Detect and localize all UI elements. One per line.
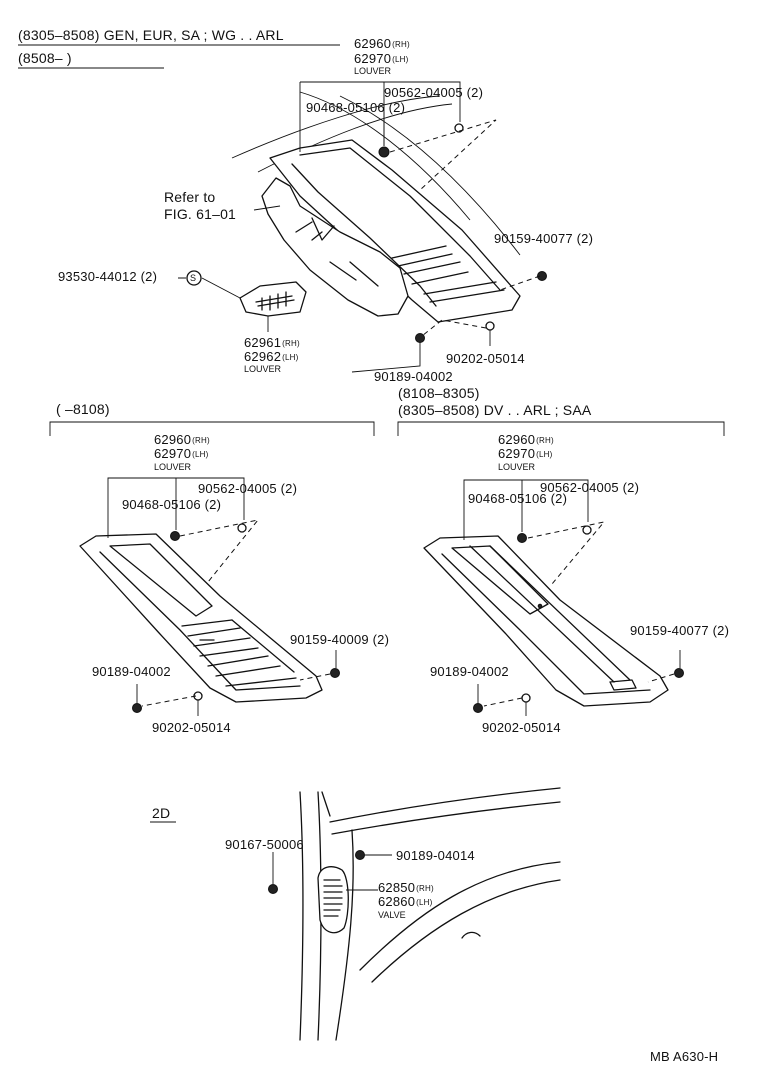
bottom-bolt-label: 90189-04014 bbox=[396, 848, 475, 863]
lh-tag: (LH) bbox=[192, 450, 209, 459]
bolt-icon bbox=[355, 850, 365, 860]
mid-right-screw-label: 90468-05106 (2) bbox=[468, 491, 568, 506]
bracket-right bbox=[397, 421, 725, 436]
variant-label: 2D bbox=[152, 805, 171, 821]
mid-left-louver-lh: 62970(LH) bbox=[154, 447, 209, 462]
screw-icon bbox=[330, 668, 340, 678]
louver-number-lh: 62970 bbox=[498, 446, 536, 461]
mid-right-louver-rh: 62960(RH) bbox=[498, 433, 554, 448]
louver-part-rh: 62960(RH) bbox=[354, 37, 410, 52]
louver-number-lh: 62970 bbox=[354, 51, 392, 66]
header-range-1: (8305–8508) GEN, EUR, SA ; WG . . ARL bbox=[18, 27, 284, 43]
louver-caption: LOUVER bbox=[354, 66, 392, 76]
header-range-2: (8508– ) bbox=[18, 50, 72, 66]
louver-number-rh: 62960 bbox=[154, 432, 192, 447]
louver-panel-left bbox=[79, 533, 323, 703]
range-left: ( –8108) bbox=[56, 401, 110, 417]
range-right-1: (8108–8305) bbox=[398, 385, 480, 401]
valve-drawing bbox=[317, 866, 349, 934]
screw-part-label: 90468-05106 (2) bbox=[306, 100, 406, 115]
bolt-icon bbox=[415, 333, 425, 343]
refer-fig: FIG. 61–01 bbox=[164, 206, 237, 222]
mid-right-louver-caption: LOUVER bbox=[498, 462, 536, 472]
louver-number-rh: 62960 bbox=[354, 36, 392, 51]
mid-left-assembly-drawing bbox=[79, 477, 340, 716]
screw-icon bbox=[674, 668, 684, 678]
lh-tag: (LH) bbox=[536, 450, 553, 459]
mid-right-nut-label: 90562-04005 (2) bbox=[540, 480, 640, 495]
s-symbol: S bbox=[190, 273, 197, 283]
louver-number-lh: 62970 bbox=[154, 446, 192, 461]
rh-tag: (RH) bbox=[282, 339, 300, 348]
clip-icon bbox=[521, 693, 531, 703]
mid-right-bolt-label: 90189-04002 bbox=[430, 664, 509, 679]
bolt-icon bbox=[132, 703, 142, 713]
lh-tag: (LH) bbox=[416, 898, 433, 907]
screw-icon bbox=[378, 146, 390, 158]
clip-part-label: 90202-05014 bbox=[446, 351, 525, 366]
s-symbol-circle bbox=[186, 270, 202, 286]
mid-left-louver-rh: 62960(RH) bbox=[154, 433, 210, 448]
rh-tag: (RH) bbox=[536, 436, 554, 445]
bolt-part-label: 90189-04002 bbox=[374, 369, 453, 384]
diagram-code: MB A630-H bbox=[650, 1049, 719, 1064]
rh-tag: (RH) bbox=[416, 884, 434, 893]
lh-tag: (LH) bbox=[282, 353, 299, 362]
valve-number-lh: 62860 bbox=[378, 894, 416, 909]
bottom-screw-label: 90167-50006 bbox=[225, 837, 304, 852]
mid-left-screw-label: 90468-05106 (2) bbox=[122, 497, 222, 512]
rh-tag: (RH) bbox=[392, 40, 410, 49]
screw-icon bbox=[170, 531, 180, 541]
bracket-left bbox=[49, 421, 375, 436]
screw-icon bbox=[517, 533, 527, 543]
small-louver-caption: LOUVER bbox=[244, 364, 282, 374]
refer-text: Refer to bbox=[164, 189, 216, 205]
nut-icon bbox=[237, 523, 247, 533]
range-right-2: (8305–8508) DV . . ARL ; SAA bbox=[398, 402, 592, 418]
mid-left-clip-label: 90202-05014 bbox=[152, 720, 231, 735]
louver-part-lh: 62970(LH) bbox=[354, 52, 409, 67]
mid-left-louver-caption: LOUVER bbox=[154, 462, 192, 472]
mid-left-screw-right-label: 90159-40009 (2) bbox=[290, 632, 390, 647]
small-louver-number-rh: 62961 bbox=[244, 335, 282, 350]
valve-part-rh: 62850(RH) bbox=[378, 881, 434, 896]
screw-icon bbox=[268, 884, 278, 894]
mid-right-louver-lh: 62970(LH) bbox=[498, 447, 553, 462]
mid-right-clip-label: 90202-05014 bbox=[482, 720, 561, 735]
small-louver-lh: 62962(LH) bbox=[244, 350, 299, 365]
top-assembly-drawing bbox=[178, 81, 547, 373]
valve-number-rh: 62850 bbox=[378, 880, 416, 895]
nut-icon bbox=[582, 525, 592, 535]
screw-icon bbox=[537, 271, 547, 281]
valve-caption: VALVE bbox=[378, 910, 406, 920]
mid-left-nut-label: 90562-04005 (2) bbox=[198, 481, 298, 496]
valve-part-lh: 62860(LH) bbox=[378, 895, 433, 910]
bottom-assembly-drawing bbox=[268, 787, 561, 1041]
mid-left-bolt-label: 90189-04002 bbox=[92, 664, 171, 679]
screw-right-label: 90159-40077 (2) bbox=[494, 231, 594, 246]
small-louver-number-lh: 62962 bbox=[244, 349, 282, 364]
inner-bracket bbox=[261, 177, 409, 317]
clip-icon bbox=[485, 321, 495, 331]
mid-right-screw-right-label: 90159-40077 (2) bbox=[630, 623, 730, 638]
nut-part-label: 90562-04005 (2) bbox=[384, 85, 484, 100]
mid-right-assembly-drawing bbox=[423, 479, 684, 716]
louver-panel-right bbox=[423, 535, 669, 707]
nut-icon bbox=[454, 123, 464, 133]
rh-tag: (RH) bbox=[192, 436, 210, 445]
screw-left-label: 93530-44012 (2) bbox=[58, 269, 158, 284]
bolt-icon bbox=[473, 703, 483, 713]
small-louver-rh: 62961(RH) bbox=[244, 336, 300, 351]
lh-tag: (LH) bbox=[392, 55, 409, 64]
louver-number-rh: 62960 bbox=[498, 432, 536, 447]
